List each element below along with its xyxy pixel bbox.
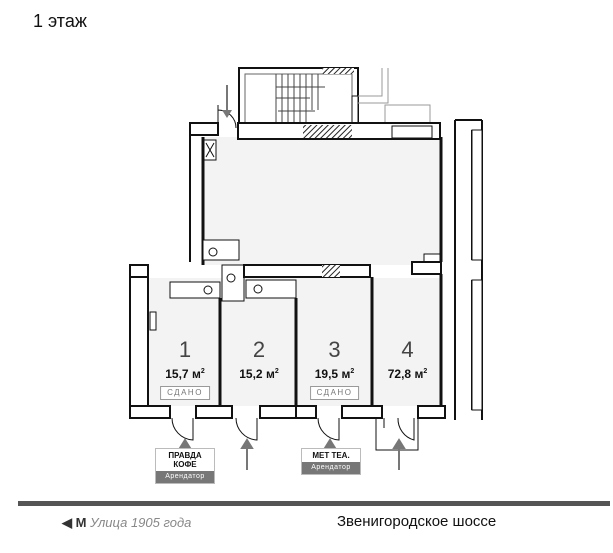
unit-area: 72,8 м2 — [387, 367, 428, 381]
tenant-logo: ПРАВДА КОФЕ — [168, 451, 202, 469]
staircase — [238, 67, 431, 127]
street-line — [18, 501, 610, 506]
unit-area: 15,2 м2 — [239, 367, 279, 381]
unit-3[interactable]: 3 19,5 м2 СДАНО — [297, 338, 372, 404]
unit-number: 4 — [401, 337, 414, 362]
unit-number: 3 — [328, 337, 341, 362]
floor-plan-drawing — [129, 67, 483, 470]
metro-label: ◀ M Улица 1905 года — [62, 515, 191, 531]
tenant-card-pravda-kofe[interactable]: ПРАВДА КОФЕ Арендатор — [155, 448, 215, 484]
entrance-arrows — [178, 438, 406, 470]
unit-area: 15,7 м2 — [165, 367, 205, 381]
unit-2[interactable]: 2 15,2 м2 — [222, 338, 296, 404]
floor-title: 1 этаж — [33, 11, 87, 31]
tenant-card-met-tea[interactable]: MET TEA. Арендатор — [301, 448, 361, 475]
unit-4[interactable]: 4 72,8 м2 — [374, 338, 441, 404]
tenant-logo: MET TEA. — [312, 451, 350, 460]
tenant-label: Арендатор — [156, 471, 214, 483]
unit-area: 19,5 м2 — [314, 367, 355, 381]
unit-1[interactable]: 1 15,7 м2 СДАНО — [150, 338, 220, 404]
tenant-label: Арендатор — [302, 462, 360, 474]
metro-station: Улица 1905 года — [90, 515, 192, 530]
metro-icon: M — [75, 515, 87, 530]
main-hall — [203, 137, 441, 265]
street-name: Звенигородское шоссе — [337, 513, 497, 530]
arrow-left-icon: ◀ — [62, 515, 72, 530]
status-badge: СДАНО — [160, 386, 210, 400]
unit-number: 2 — [252, 337, 266, 362]
status-badge: СДАНО — [309, 386, 360, 400]
unit-number: 1 — [178, 337, 192, 362]
